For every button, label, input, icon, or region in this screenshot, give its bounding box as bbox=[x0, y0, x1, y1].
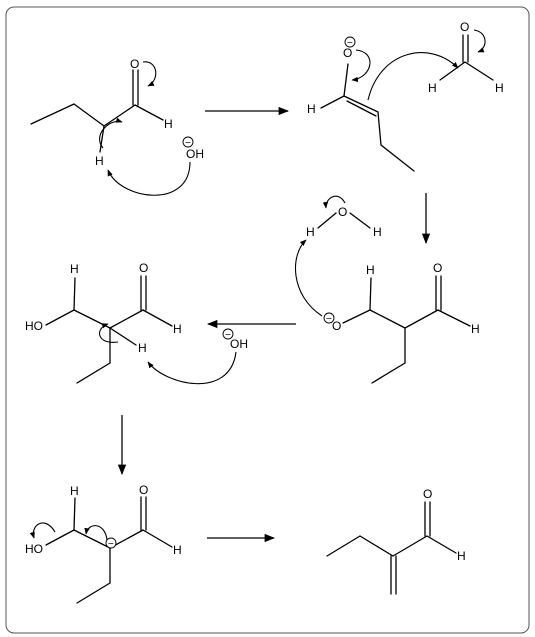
atom-H: H bbox=[95, 154, 104, 168]
atom-H: H bbox=[428, 81, 437, 95]
atom-H: H bbox=[366, 263, 375, 277]
curly-arrow-carbonyl bbox=[142, 61, 157, 87]
curly-arrow-alkoxide-attack bbox=[295, 239, 323, 317]
svg-text:−: − bbox=[347, 38, 353, 49]
atom-H: H bbox=[173, 322, 182, 336]
hydroxide-ion-1: OH − bbox=[182, 136, 204, 161]
molecule-product: O H bbox=[326, 487, 466, 595]
negative-charge-icon bbox=[182, 136, 194, 148]
atom-O: O bbox=[139, 261, 148, 275]
atom-O: O bbox=[343, 46, 352, 60]
negative-charge-icon bbox=[222, 328, 234, 340]
atom-H: H bbox=[495, 81, 504, 95]
curly-arrow-ch-bond-2 bbox=[99, 323, 119, 343]
diagram-frame bbox=[5, 6, 530, 634]
atom-O: O bbox=[332, 319, 341, 333]
atom-O: O bbox=[130, 57, 139, 71]
atom-O: O bbox=[139, 483, 148, 497]
atom-OH: OH bbox=[186, 147, 204, 161]
atom-H: H bbox=[373, 225, 382, 239]
molecule-butanal: O H H bbox=[30, 57, 173, 168]
negative-charge-icon bbox=[344, 36, 356, 48]
curly-arrow-ch-bond bbox=[99, 117, 123, 149]
atom-H: H bbox=[164, 117, 173, 131]
atom-O: O bbox=[460, 20, 469, 34]
atom-O: O bbox=[338, 205, 347, 219]
molecule-carbanion: HO H O H − bbox=[25, 483, 182, 604]
atom-HO: HO bbox=[25, 542, 43, 556]
curly-arrow-hydroxide-attack-2 bbox=[147, 351, 237, 385]
atom-H: H bbox=[306, 225, 315, 239]
atom-H: H bbox=[471, 322, 480, 336]
svg-text:−: − bbox=[108, 539, 114, 550]
atom-H: H bbox=[70, 262, 79, 276]
molecule-water: H O H bbox=[306, 205, 382, 239]
atom-OH: OH bbox=[230, 337, 248, 351]
curly-arrow-oh-bond bbox=[322, 195, 346, 209]
atom-O: O bbox=[423, 487, 432, 501]
curly-arrow-alkene-attack bbox=[367, 52, 459, 101]
atom-H: H bbox=[457, 549, 466, 563]
atom-H: H bbox=[70, 484, 79, 498]
negative-charge-icon bbox=[323, 312, 335, 324]
atom-H: H bbox=[138, 341, 147, 355]
atom-HO: HO bbox=[25, 319, 43, 333]
molecule-enolate: O − H bbox=[307, 36, 415, 172]
molecule-aldol: HO H O H H bbox=[25, 261, 182, 384]
curly-arrow-hydroxide-leaving bbox=[29, 522, 56, 539]
curly-arrow-formaldehyde-carbonyl bbox=[473, 29, 486, 53]
atom-H: H bbox=[173, 543, 182, 557]
svg-text:−: − bbox=[185, 138, 191, 149]
svg-text:−: − bbox=[326, 314, 332, 325]
atom-H: H bbox=[307, 102, 316, 116]
curly-arrow-hydroxide-attack bbox=[107, 161, 191, 196]
curly-arrow-enolate-oxygen bbox=[351, 49, 371, 83]
svg-text:−: − bbox=[225, 330, 231, 341]
atom-O: O bbox=[433, 261, 442, 275]
molecule-alkoxide: O − H O H bbox=[323, 261, 480, 384]
negative-charge-icon bbox=[105, 537, 117, 549]
molecule-formaldehyde: O H H bbox=[428, 20, 504, 95]
hydroxide-ion-2: OH − bbox=[222, 328, 248, 351]
curly-arrow-carbanion-elimination bbox=[84, 525, 108, 541]
